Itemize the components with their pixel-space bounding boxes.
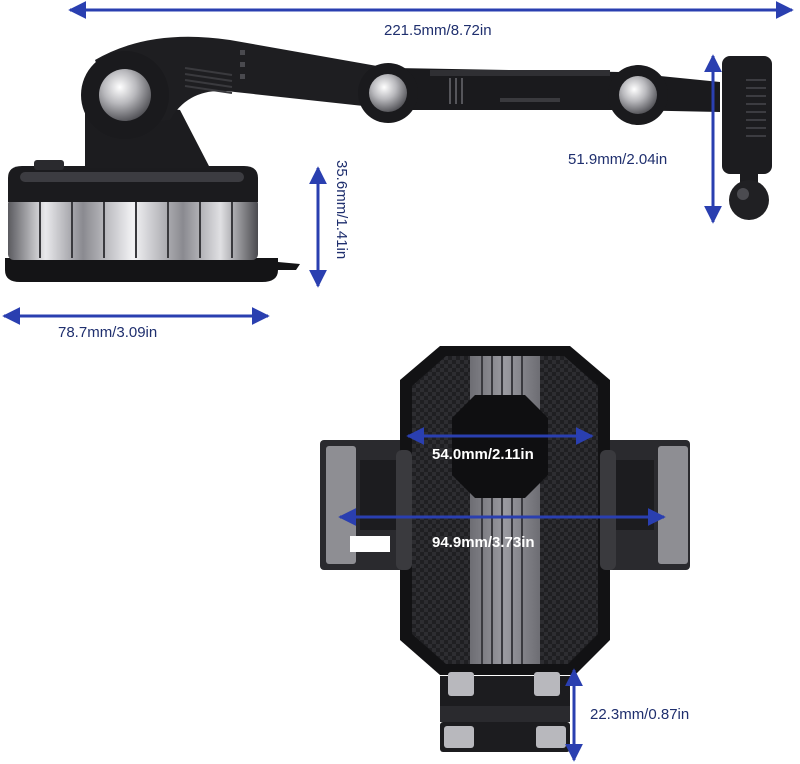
left-clamp-arm [320,440,410,570]
arm-grip-ridges [184,67,233,94]
suction-base [5,160,300,282]
ball-joint-head [722,56,772,220]
joint-knob-3 [608,65,668,125]
base-width-label: 78.7mm/3.09in [58,324,158,341]
joint-knob-1 [81,51,169,139]
arm-length-label: 221.5mm/8.72in [384,22,492,39]
suction-mount [5,36,772,282]
ball-height-label: 51.9mm/2.04in [568,151,668,168]
clamp-max-label: 94.9mm/3.73in [432,534,535,551]
arm-segment-1 [95,36,400,125]
release-button [452,395,548,498]
clamp-min-label: 54.0mm/2.11in [432,446,534,463]
arm-dots [240,50,245,79]
foot-height-label: 22.3mm/0.87in [590,706,690,723]
cradle-feet [440,672,570,752]
joint-knob-2 [358,63,418,123]
base-height-label: 35.6mm/1.41in [333,160,350,260]
